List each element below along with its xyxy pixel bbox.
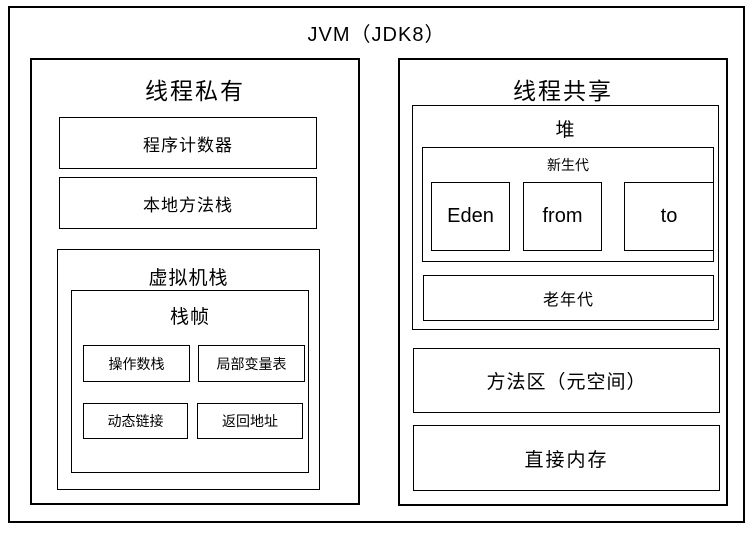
return-address-label: 返回地址	[222, 413, 278, 429]
method-area-label: 方法区（元空间）	[486, 372, 647, 393]
native-method-stack-label: 本地方法栈	[143, 195, 233, 215]
thread-private-title: 线程私有	[145, 78, 245, 104]
from-survivor-box: from	[523, 182, 602, 251]
local-variable-table-label: 局部变量表	[216, 355, 287, 372]
thread-shared-panel: 线程共享 堆 新生代 Eden from to 老年代	[398, 58, 728, 506]
dynamic-link-label: 动态链接	[107, 413, 164, 429]
return-address-box: 返回地址	[197, 403, 303, 439]
stack-frame-box: 栈帧 操作数栈 局部变量表 动态链接 返回地址	[71, 290, 309, 473]
operand-stack-box: 操作数栈	[83, 345, 190, 382]
old-generation-label: 老年代	[542, 292, 594, 309]
heap-box: 堆 新生代 Eden from to 老年代	[412, 105, 719, 330]
to-survivor-label: to	[660, 205, 678, 227]
young-generation-box: 新生代 Eden from to	[422, 147, 714, 262]
diagram-title: JVM（JDK8）	[307, 24, 446, 46]
program-counter-box: 程序计数器	[59, 117, 317, 169]
dynamic-link-box: 动态链接	[83, 403, 188, 439]
eden-region-box: Eden	[431, 182, 510, 251]
young-generation-title: 新生代	[547, 157, 589, 173]
old-generation-box: 老年代	[423, 275, 714, 321]
thread-private-panel: 线程私有 程序计数器 本地方法栈 虚拟机栈 栈帧 操作数栈 局部变量表	[30, 58, 360, 505]
to-survivor-box: to	[624, 182, 714, 251]
stack-frame-title: 栈帧	[169, 307, 210, 328]
method-area-box: 方法区（元空间）	[413, 348, 720, 413]
direct-memory-box: 直接内存	[413, 425, 720, 491]
heap-title: 堆	[555, 120, 576, 141]
vm-stack-box: 虚拟机栈 栈帧 操作数栈 局部变量表 动态链接 返回地址	[57, 249, 320, 490]
operand-stack-label: 操作数栈	[108, 355, 165, 372]
eden-region-label: Eden	[447, 205, 494, 227]
native-method-stack-box: 本地方法栈	[59, 177, 317, 229]
program-counter-label: 程序计数器	[143, 135, 233, 155]
jvm-outer-box: JVM（JDK8） 线程私有 程序计数器 本地方法栈 虚拟机栈 栈帧 操作数栈 …	[8, 6, 745, 523]
direct-memory-label: 直接内存	[524, 449, 609, 471]
vm-stack-title: 虚拟机栈	[148, 268, 229, 289]
thread-shared-title: 线程共享	[513, 78, 613, 104]
local-variable-table-box: 局部变量表	[198, 345, 305, 382]
from-survivor-label: from	[542, 205, 583, 227]
